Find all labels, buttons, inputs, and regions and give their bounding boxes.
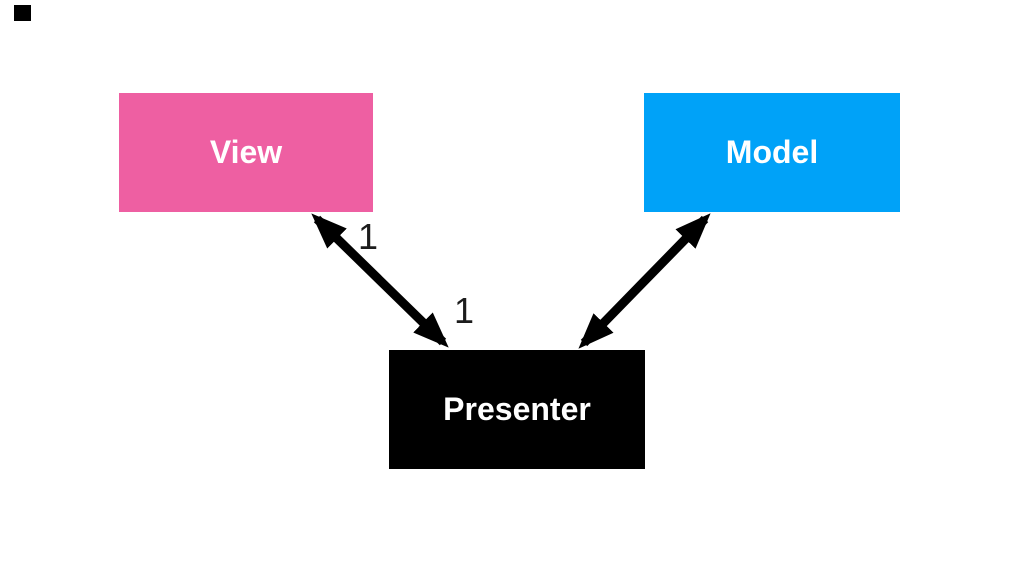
- node-model: Model: [644, 93, 900, 212]
- corner-black-square: [14, 5, 31, 21]
- node-view: View: [119, 93, 373, 212]
- view-presenter-arrow: [311, 213, 449, 348]
- multiplicity-label-presenter-end: 1: [453, 290, 475, 331]
- model-presenter-arrow: [578, 213, 711, 349]
- node-presenter: Presenter: [389, 350, 645, 469]
- multiplicity-label-view-end: 1: [357, 216, 379, 257]
